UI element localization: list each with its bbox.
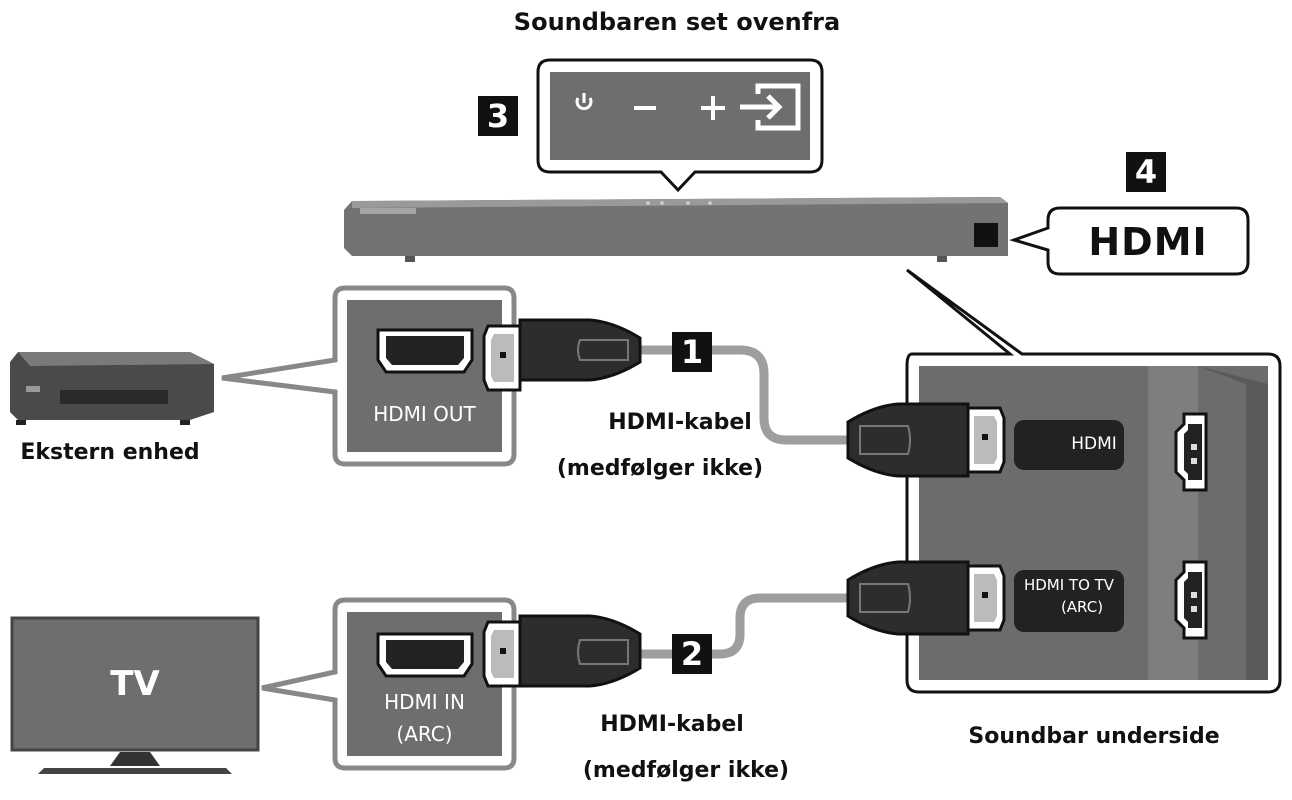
soundbar bbox=[344, 197, 1008, 262]
top-view-callout bbox=[536, 58, 824, 193]
soundbar-hdmi-port bbox=[974, 223, 998, 247]
cable-1-plug-left bbox=[482, 318, 642, 392]
external-port-label: HDMI OUT bbox=[373, 402, 476, 426]
hdmi-callout-label: HDMI bbox=[1088, 220, 1208, 264]
underside-hdmi-port-1 bbox=[1174, 412, 1208, 492]
power-icon bbox=[575, 93, 593, 111]
cable-1-label-line2: (medfølger ikke) bbox=[556, 456, 764, 481]
underside-hdmi-label-plate bbox=[1014, 420, 1124, 470]
step-1-badge: 1 bbox=[672, 332, 712, 372]
external-port-callout bbox=[221, 285, 517, 467]
tv-device bbox=[10, 616, 260, 774]
underside-hdmi-tv-label-line1: HDMI TO TV bbox=[1023, 576, 1115, 594]
cable-2-wire bbox=[640, 593, 850, 659]
underside-hdmi-tv-label-line2: (ARC) bbox=[1060, 598, 1104, 616]
source-input-icon bbox=[740, 83, 801, 131]
cable-2-label-line2: (medfølger ikke) bbox=[582, 758, 790, 783]
diagram-title: Soundbaren set ovenfra bbox=[513, 8, 841, 36]
tv-port-callout bbox=[261, 597, 517, 771]
volume-up-icon bbox=[701, 96, 725, 120]
underside-hdmi-port-2 bbox=[1174, 560, 1208, 640]
tv-port-label-line2: (ARC) bbox=[396, 722, 453, 746]
underside-hdmi-label: HDMI bbox=[1071, 434, 1117, 454]
cable-2-plug-right bbox=[846, 560, 1006, 636]
underside-hdmi-tv-label-plate bbox=[1014, 570, 1124, 632]
underside-label: Soundbar underside bbox=[968, 724, 1220, 749]
tv-screen-text: TV bbox=[110, 664, 160, 704]
external-device bbox=[10, 352, 214, 425]
step-3-badge: 3 bbox=[478, 96, 518, 136]
step-4-badge: 4 bbox=[1126, 152, 1166, 192]
external-device-label: Ekstern enhed bbox=[20, 440, 200, 465]
hdmi-callout-box bbox=[1009, 206, 1250, 276]
step-2-badge: 2 bbox=[672, 634, 712, 674]
cable-2-plug-left bbox=[482, 614, 642, 688]
tv-port-label-line1: HDMI IN bbox=[384, 690, 465, 714]
cable-1-label-line1: HDMI-kabel bbox=[608, 410, 752, 435]
cable-1-wire bbox=[640, 345, 850, 445]
cable-2-label-line1: HDMI-kabel bbox=[600, 712, 744, 737]
cable-1-plug-right bbox=[846, 402, 1006, 478]
